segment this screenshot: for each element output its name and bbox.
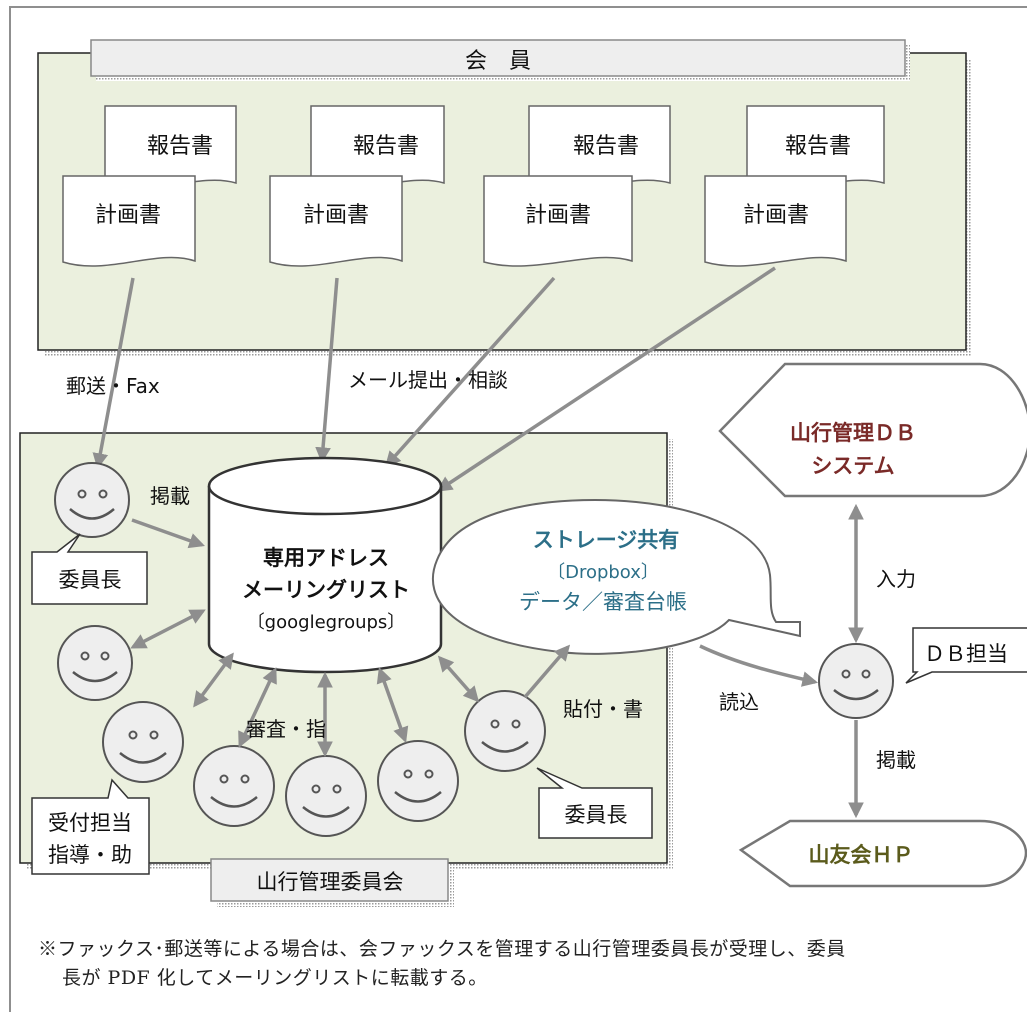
report-label-3: 報告書 [573, 134, 639, 159]
label-input: 入力 [876, 567, 916, 591]
face-reviewer-1 [193, 745, 275, 827]
report-label-1: 報告書 [147, 134, 213, 159]
storage-line3: データ／審査台帳 [519, 590, 687, 614]
arrow-post-left [131, 518, 205, 549]
label-paste: 貼付・書 [563, 697, 643, 721]
chair-top-label: 委員長 [59, 568, 122, 592]
mailing-list-cylinder [207, 456, 443, 674]
members-title: 会 員 [465, 49, 531, 74]
arrow-reception [193, 652, 234, 708]
document-group-1: 報告書 計画書 [62, 105, 237, 267]
arrow-email-submit [315, 277, 339, 464]
arrow-paste [523, 644, 571, 699]
label-post-right: 掲載 [876, 748, 916, 772]
reception-line2: 指導・助 [48, 843, 132, 867]
chair-bottom-label: 委員長 [565, 803, 628, 827]
face-chair-bottom [464, 690, 546, 772]
report-label-4: 報告書 [785, 134, 851, 159]
arrow-mail-fax [92, 277, 135, 470]
members-title-box [90, 39, 906, 77]
storage-bubble [432, 498, 801, 655]
document-group-4: 報告書 計画書 [704, 105, 885, 267]
mailing-list-line2: メーリングリスト [242, 578, 410, 602]
face-member-1 [57, 625, 133, 701]
hp-label: 山友会ＨＰ [809, 843, 914, 867]
label-post-left: 掲載 [150, 484, 190, 508]
storage-line2: 〔Dropbox〕 [547, 562, 659, 583]
reception-line1: 受付担当 [48, 811, 132, 835]
committee-title: 山行管理委員会 [257, 870, 404, 894]
face-reviewer-2 [285, 755, 367, 837]
db-person-label: ＤＢ担当 [924, 642, 1008, 666]
plan-label-2: 計画書 [303, 203, 369, 228]
arrow-member-1 [130, 609, 206, 649]
plan-doc-4 [704, 175, 847, 267]
face-db-person [818, 643, 894, 719]
db-person-callout [905, 627, 1027, 684]
label-review: 審査・指 [246, 717, 326, 741]
plan-doc-3 [483, 175, 633, 267]
committee-title-box [210, 858, 449, 902]
face-reviewer-3 [377, 740, 459, 822]
document-group-3: 報告書 計画書 [483, 105, 671, 267]
storage-line1: ストレージ共有 [533, 528, 680, 552]
label-email-submit: メール提出・相談 [348, 368, 508, 392]
chair-bottom-callout [536, 767, 653, 839]
plan-label-4: 計画書 [743, 203, 809, 228]
arrow-read [699, 644, 819, 687]
arrow-email-consult-4 [436, 266, 776, 492]
db-system-line1: 山行管理ＤＢ [790, 421, 916, 445]
footnote-line1: ※ファックス･郵送等による場合は、会ファックスを管理する山行管理委員長が受理し、… [38, 938, 846, 960]
plan-doc-1 [62, 175, 196, 267]
label-read: 読込 [719, 690, 759, 714]
arrow-reviewer-1 [238, 667, 277, 748]
plan-doc-2 [269, 175, 403, 267]
document-group-2: 報告書 計画書 [269, 105, 445, 267]
hp-shape [738, 819, 1027, 888]
reception-callout [31, 778, 150, 875]
plan-label-3: 計画書 [525, 203, 591, 228]
report-label-2: 報告書 [353, 134, 419, 159]
db-system-shape [718, 362, 1027, 498]
face-chair-top [54, 462, 130, 538]
arrow-chair-bottom [437, 655, 480, 703]
face-reception [102, 701, 184, 783]
label-mail-fax: 郵送・Fax [66, 374, 160, 398]
plan-label-1: 計画書 [95, 203, 161, 228]
arrow-reviewer-3 [376, 667, 409, 743]
mailing-list-line3: 〔googlegroups〕 [247, 612, 406, 633]
arrow-email-consult-3 [384, 276, 556, 468]
mailing-list-line1: 専用アドレス [263, 546, 389, 570]
footnote: ※ファックス･郵送等による場合は、会ファックスを管理する山行管理委員長が受理し、… [38, 935, 998, 993]
footnote-line2: 長が PDF 化してメーリングリストに転載する。 [62, 967, 488, 989]
chair-top-callout [31, 533, 148, 605]
db-system-line2: システム [811, 454, 894, 478]
outer-frame [9, 6, 1027, 1012]
